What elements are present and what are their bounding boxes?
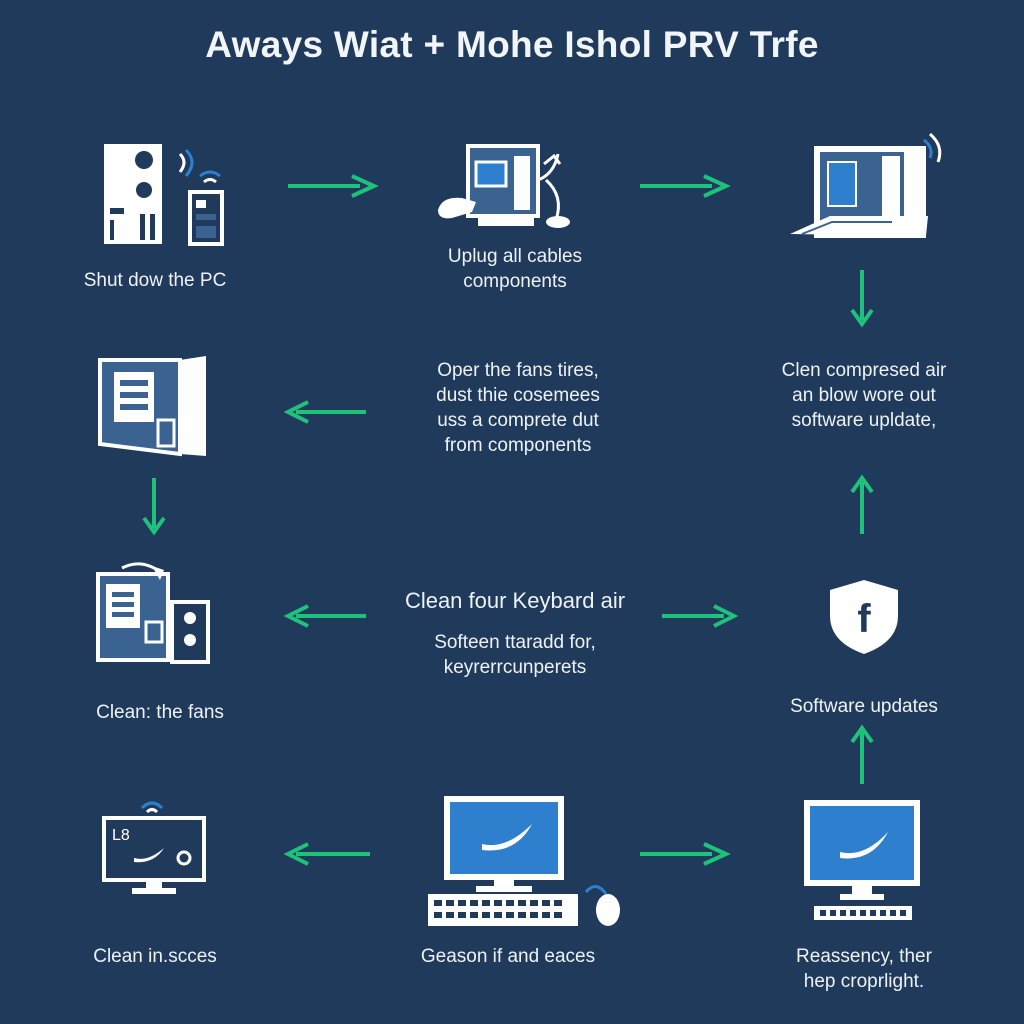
step-label-line: Software updates xyxy=(790,696,938,717)
monitor-keyboard-icon xyxy=(800,796,924,924)
pc-internals-cleaning-icon xyxy=(92,558,216,666)
arrow-right xyxy=(662,604,739,628)
page-title: Aways Wiat + Mohe Ishol PRV Trfe xyxy=(205,24,819,65)
arrow-left xyxy=(283,842,370,866)
step-label-line: keyrerrcunperets xyxy=(443,657,587,678)
step-label-screens: Clean in.scces xyxy=(40,944,270,969)
pc-hand-cables-icon xyxy=(434,140,584,240)
keyboard-step-title: Clean four Keybard air xyxy=(404,588,626,613)
step-label-line: dust thie cosemees xyxy=(436,385,600,406)
step-label-open-fans: Oper the fans tires, dust thie cosemees … xyxy=(380,358,656,458)
step-label-software: Software updates xyxy=(752,694,976,719)
arrow-right xyxy=(288,174,379,198)
monitor-wifi-icon: L8 xyxy=(100,796,210,902)
step-label-line: components xyxy=(463,271,567,292)
shield-f-icon: f xyxy=(826,578,902,656)
pc-tower-wifi-icon xyxy=(96,140,236,250)
arrow-up xyxy=(850,724,874,784)
arrow-right xyxy=(640,174,731,198)
arrow-up xyxy=(850,474,874,534)
desktop-keyboard-mouse-icon xyxy=(424,792,630,932)
step-label-keyboard: Softeen ttaradd for, keyrerrcunperets xyxy=(380,630,650,680)
arrow-down xyxy=(850,270,874,328)
step-label-line: Clean in.scces xyxy=(93,946,217,967)
step-label-line: Geason if and eaces xyxy=(420,946,596,967)
step-label-line: Clean: the fans xyxy=(96,702,224,723)
arrow-right xyxy=(640,842,731,866)
step-label-line: uss a comprete dut xyxy=(437,410,599,431)
step-label-desktop: Geason if and eaces xyxy=(388,944,628,969)
step-label-line: Oper the fans tires, xyxy=(437,360,599,381)
step-label-line: an blow wore out xyxy=(792,385,936,406)
step-label-unplug: Uplug all cables components xyxy=(400,244,630,294)
step-label-line: software upldate, xyxy=(791,410,937,431)
step-label-clean-fans: Clean: the fans xyxy=(40,700,280,725)
step-label-shutdown: Shut dow the PC xyxy=(40,268,270,293)
step-label-reassemble: Reassency, ther hep croprlight. xyxy=(754,944,974,994)
step-label-line: hep croprlight. xyxy=(803,971,925,992)
open-pc-case-icon xyxy=(96,350,212,462)
monitor-screen-text: L8 xyxy=(112,827,130,844)
shield-letter: f xyxy=(857,597,871,641)
arrow-left xyxy=(283,400,366,424)
step-label-line: from components xyxy=(444,435,592,456)
arrow-left xyxy=(283,604,366,628)
step-label-line: Uplug all cables xyxy=(447,246,583,267)
arrow-down xyxy=(142,478,166,536)
step-label-compressed-air: Clen compresed air an blow wore out soft… xyxy=(744,358,984,433)
step-label-line: Softeen ttaradd for, xyxy=(434,632,596,653)
laptop-open-case-icon xyxy=(786,130,946,250)
step-label-line: Clen compresed air xyxy=(781,360,947,381)
step-label-line: Shut dow the PC xyxy=(83,270,227,291)
step-label-line: Reassency, ther xyxy=(796,946,932,967)
